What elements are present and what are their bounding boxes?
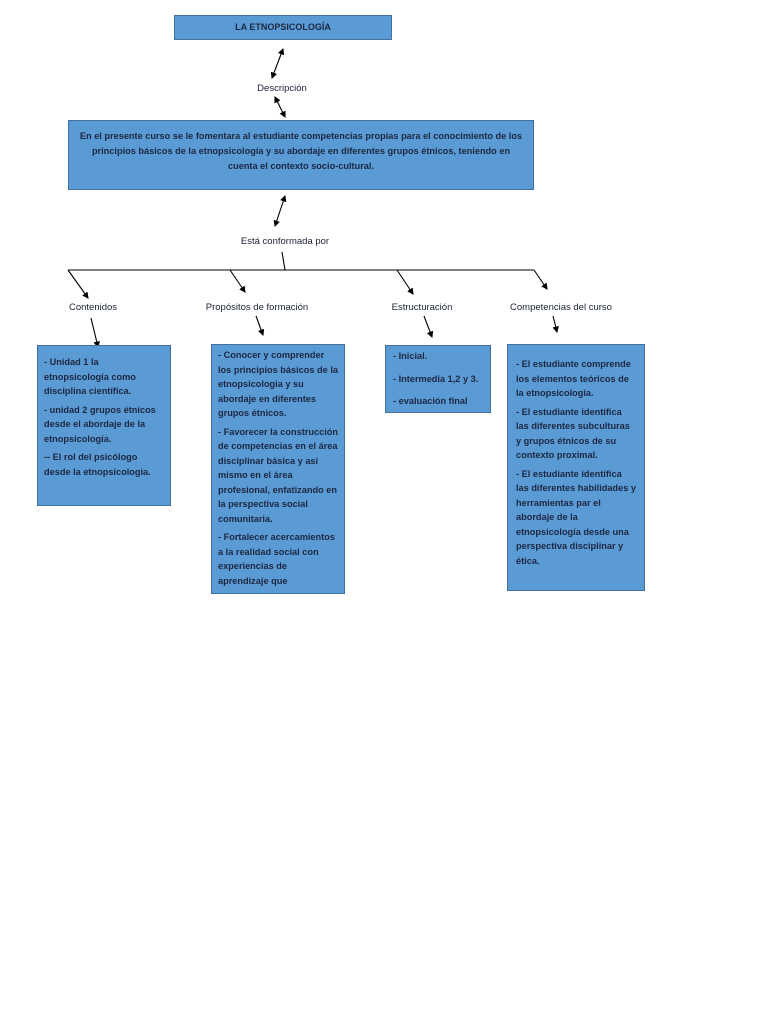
branch-label-estructuracion: Estructuración: [391, 302, 453, 313]
list-item: -- El rol del psicólogo desde la etnopsi…: [44, 452, 151, 477]
list-item: - unidad 2 grupos étnicos desde el abord…: [44, 404, 156, 444]
branch-label-competencias: Competencias del curso: [510, 302, 612, 313]
trunk-line: [281, 251, 286, 271]
double-arrow-title-desc: [270, 47, 285, 80]
label-arrow-3: [423, 315, 434, 339]
branch-label-contenidos: Contenidos: [68, 302, 118, 313]
list-item: - El estudiante identifica las diferente…: [516, 406, 630, 461]
estructuracion-box: - Inicial. - Intermedia 1,2 y 3. - evalu…: [385, 345, 491, 413]
branch-arrow-1: [67, 269, 89, 299]
list-item: - Intermedia 1,2 y 3.: [393, 373, 479, 384]
double-arrow-desc-box: [274, 96, 286, 118]
propositos-box: - Conocer y comprender los principios bá…: [211, 344, 345, 594]
label-arrow-4: [552, 315, 559, 334]
list-item: - Conocer y comprender los principios bá…: [218, 350, 338, 418]
list-item: - Favorecer la construcción de competenc…: [218, 426, 338, 524]
contenidos-box: - Unidad 1 la etnopsicología como discip…: [37, 345, 171, 506]
list-item: - Fortalecer acercamientos a la realidad…: [218, 532, 335, 586]
label-arrow-2: [255, 315, 265, 337]
list-item: - Unidad 1 la etnopsicología como discip…: [44, 357, 136, 396]
list-item: - El estudiante comprende los elementos …: [516, 359, 631, 398]
label-conformada: Está conformada por: [240, 236, 330, 247]
list-item: - El estudiante identifica las diferente…: [516, 468, 636, 566]
description-box: En el presente curso se le fomentara al …: [68, 120, 534, 190]
branch-arrow-4: [533, 269, 548, 290]
branch-arrow-2: [229, 269, 246, 293]
branch-arrow-3: [396, 269, 414, 295]
label-arrow-1: [90, 317, 100, 349]
double-arrow-box-conformada: [273, 194, 287, 228]
branch-label-propositos: Propósitos de formación: [205, 302, 309, 313]
list-item: - evaluación final: [393, 396, 468, 406]
label-descripcion: Descripción: [257, 83, 307, 94]
title-box: LA ETNOPSICOLOGÍA: [174, 15, 392, 40]
competencias-box: - El estudiante comprende los elementos …: [507, 344, 645, 591]
list-item: - Inicial.: [393, 351, 428, 361]
